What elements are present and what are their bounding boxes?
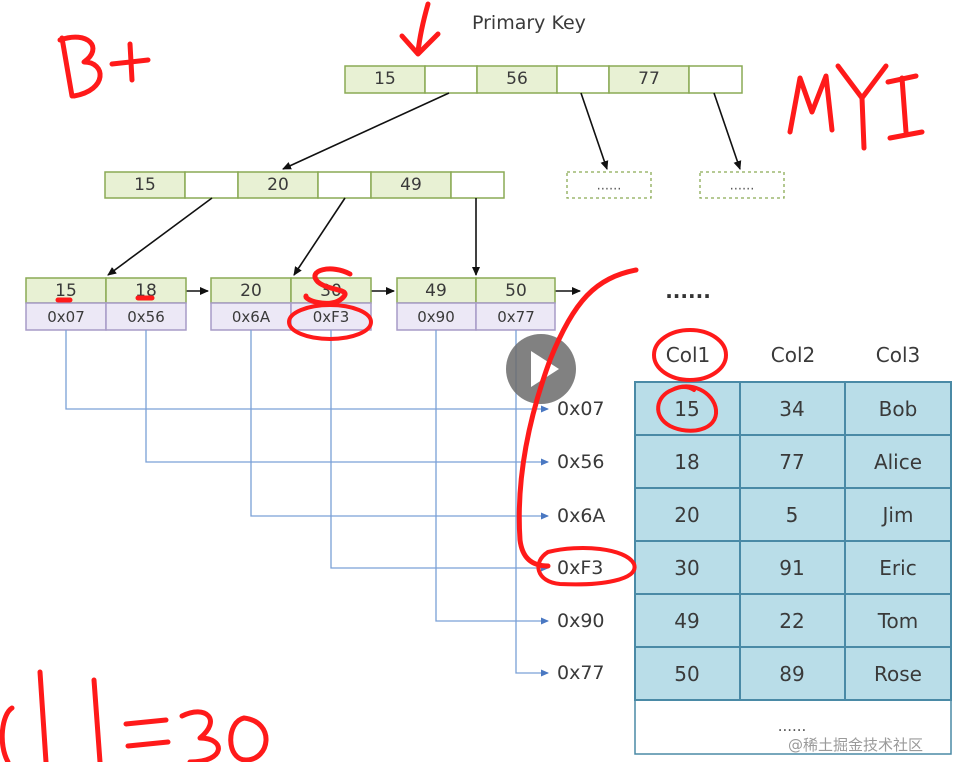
table-cell: 30: [674, 556, 699, 580]
placeholder-node-1: ......: [566, 171, 652, 199]
pointer-labels: 0x07 0x56 0x6A 0xF3 0x90 0x77: [557, 398, 605, 684]
pointer-label: 0x56: [557, 451, 605, 473]
leaf-addr: 0x07: [47, 308, 85, 326]
pointer-lines: [65, 330, 549, 677]
annotation-curve: [516, 267, 639, 569]
table-cell: Eric: [879, 556, 916, 580]
annotation-mark: [303, 266, 353, 306]
pointer-label: 0xF3: [557, 557, 603, 579]
inner-key: 20: [267, 175, 289, 195]
annotation-circle: [656, 384, 719, 433]
leaf-key: 15: [55, 281, 77, 301]
leaf-addr: 0x77: [497, 308, 535, 326]
table-cell: Tom: [877, 609, 919, 633]
column-header: Col2: [771, 343, 815, 367]
table-cell: Rose: [874, 662, 922, 686]
annotation-circle: [652, 328, 728, 382]
leaf-node-1: 15 18 0x07 0x56: [25, 277, 187, 331]
column-header: Col1: [666, 343, 710, 367]
table-row: 20 5 Jim: [674, 503, 913, 527]
leaf-key: 49: [425, 281, 447, 301]
pointer-label: 0x07: [557, 398, 605, 420]
watermark: @稀土掘金技术社区: [788, 736, 923, 754]
table-cell: 91: [779, 556, 804, 580]
table-row: 50 89 Rose: [674, 662, 922, 686]
table-more: ......: [778, 717, 807, 735]
table-row: 49 22 Tom: [674, 609, 918, 633]
table-cell: 50: [674, 662, 699, 686]
annotation-bottom: [0, 669, 269, 762]
leaf-addr: 0x56: [127, 308, 165, 326]
table-cell: 22: [779, 609, 804, 633]
table-cell: 34: [779, 397, 804, 421]
table-cell: Bob: [879, 397, 918, 421]
inner-node: 15 20 49: [104, 171, 505, 199]
table-cell: 18: [674, 450, 699, 474]
placeholder-label: ......: [597, 179, 622, 194]
annotation-circle: [287, 303, 373, 341]
tree-arrows: [107, 92, 742, 295]
leaf-more: ......: [665, 279, 711, 303]
placeholder-node-2: ......: [699, 171, 785, 199]
annotation-myi: [787, 63, 925, 151]
pointer-label: 0x6A: [557, 505, 605, 527]
leaf-node-3: 49 50 0x90 0x77: [396, 277, 556, 331]
leaf-addr: 0x90: [417, 308, 455, 326]
pointer-label: 0x77: [557, 662, 605, 684]
table-row: 30 91 Eric: [674, 556, 916, 580]
table-cell: 20: [674, 503, 699, 527]
root-node: 15 56 77: [344, 65, 743, 94]
annotation-down-arrow: [399, 1, 441, 57]
leaf-addr: 0x6A: [232, 308, 271, 326]
table-cell: 49: [674, 609, 699, 633]
root-key: 77: [638, 69, 660, 89]
table-cell: Jim: [881, 503, 914, 527]
root-key: 56: [506, 69, 528, 89]
column-header: Col3: [876, 343, 920, 367]
pointer-label: 0x90: [557, 610, 605, 632]
diagram-title: Primary Key: [472, 12, 586, 34]
table-cell: 77: [779, 450, 804, 474]
table-row: 18 77 Alice: [674, 450, 922, 474]
table-cell: 15: [674, 397, 699, 421]
leaf-key: 50: [505, 281, 527, 301]
root-key: 15: [374, 69, 396, 89]
table-row: 15 34 Bob: [674, 397, 917, 421]
table-cell: Alice: [874, 450, 922, 474]
inner-key: 15: [134, 175, 156, 195]
inner-key: 49: [400, 175, 422, 195]
data-table: 15 34 Bob 18 77 Alice 20 5 Jim 30 91 Eri…: [634, 381, 952, 755]
table-cell: 5: [786, 503, 799, 527]
leaf-addr: 0xF3: [313, 308, 350, 326]
table-cell: 89: [779, 662, 804, 686]
leaf-key: 20: [240, 281, 262, 301]
handwritten-annotations: [0, 1, 925, 762]
annotation-b-plus: [57, 34, 151, 99]
annotation-circle: [536, 546, 637, 587]
placeholder-label: ......: [730, 179, 755, 194]
table-header: Col1 Col2 Col3: [666, 343, 920, 367]
